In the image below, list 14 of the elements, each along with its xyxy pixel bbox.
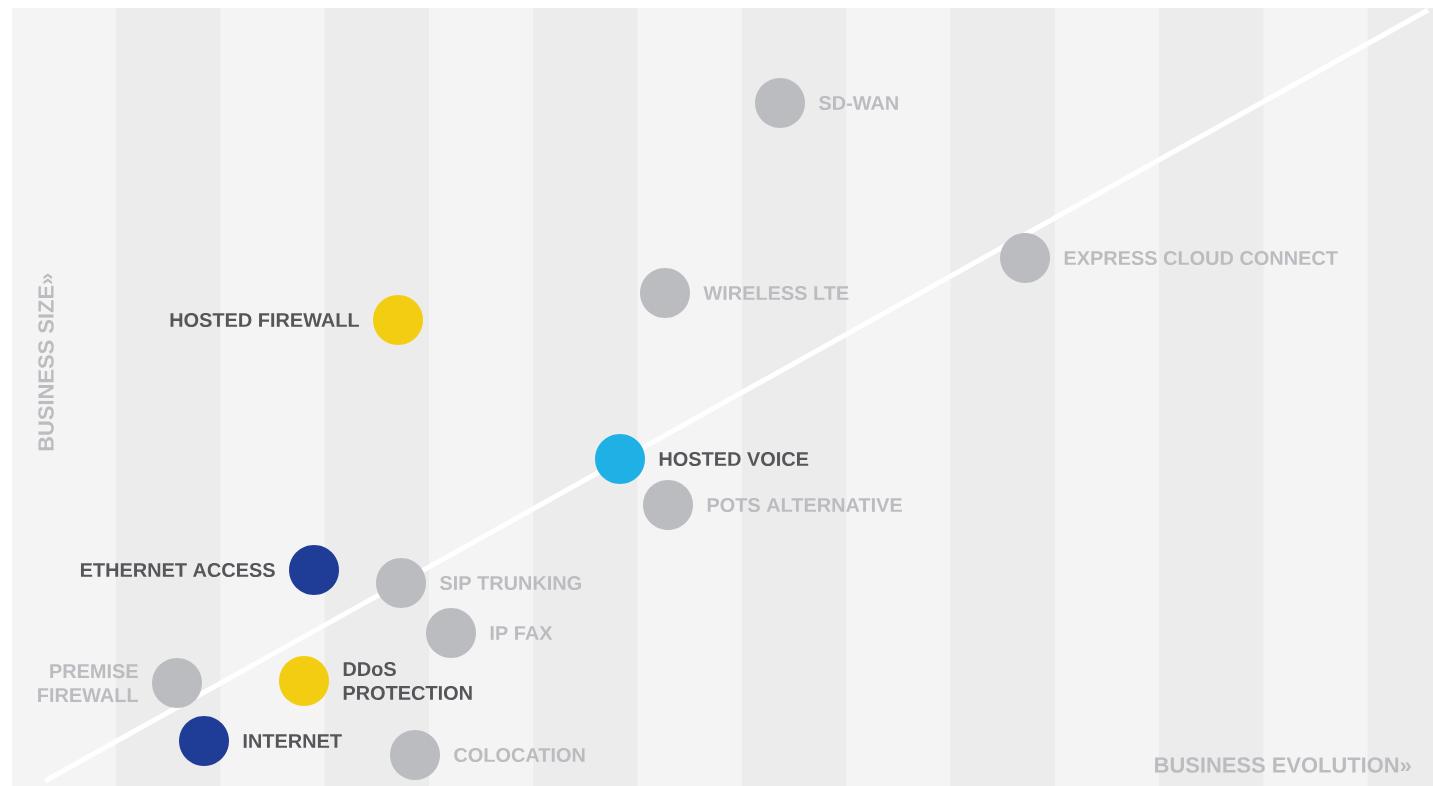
item-label: COLOCATION: [454, 747, 585, 763]
item-label: ETHERNET ACCESS: [80, 562, 275, 578]
item-label: SIP TRUNKING: [440, 575, 581, 591]
axis-label: BUSINESS EVOLUTION»: [1155, 757, 1411, 773]
item-label: SD-WAN: [819, 95, 898, 111]
item-label: WIRELESS LTE: [703, 285, 849, 301]
item-label: IP FAX: [490, 626, 553, 640]
axis-label: BUSINESS SIZE»: [38, 273, 54, 451]
item-label: POTS ALTERNATIVE: [707, 497, 902, 513]
item-label: HOSTED VOICE: [659, 451, 809, 467]
item-label: DDoS PROTECTION: [343, 662, 472, 700]
item-label: PREMISE FIREWALL: [38, 664, 138, 702]
item-label: HOSTED FIREWALL: [170, 312, 359, 328]
item-label: INTERNET: [243, 734, 342, 748]
